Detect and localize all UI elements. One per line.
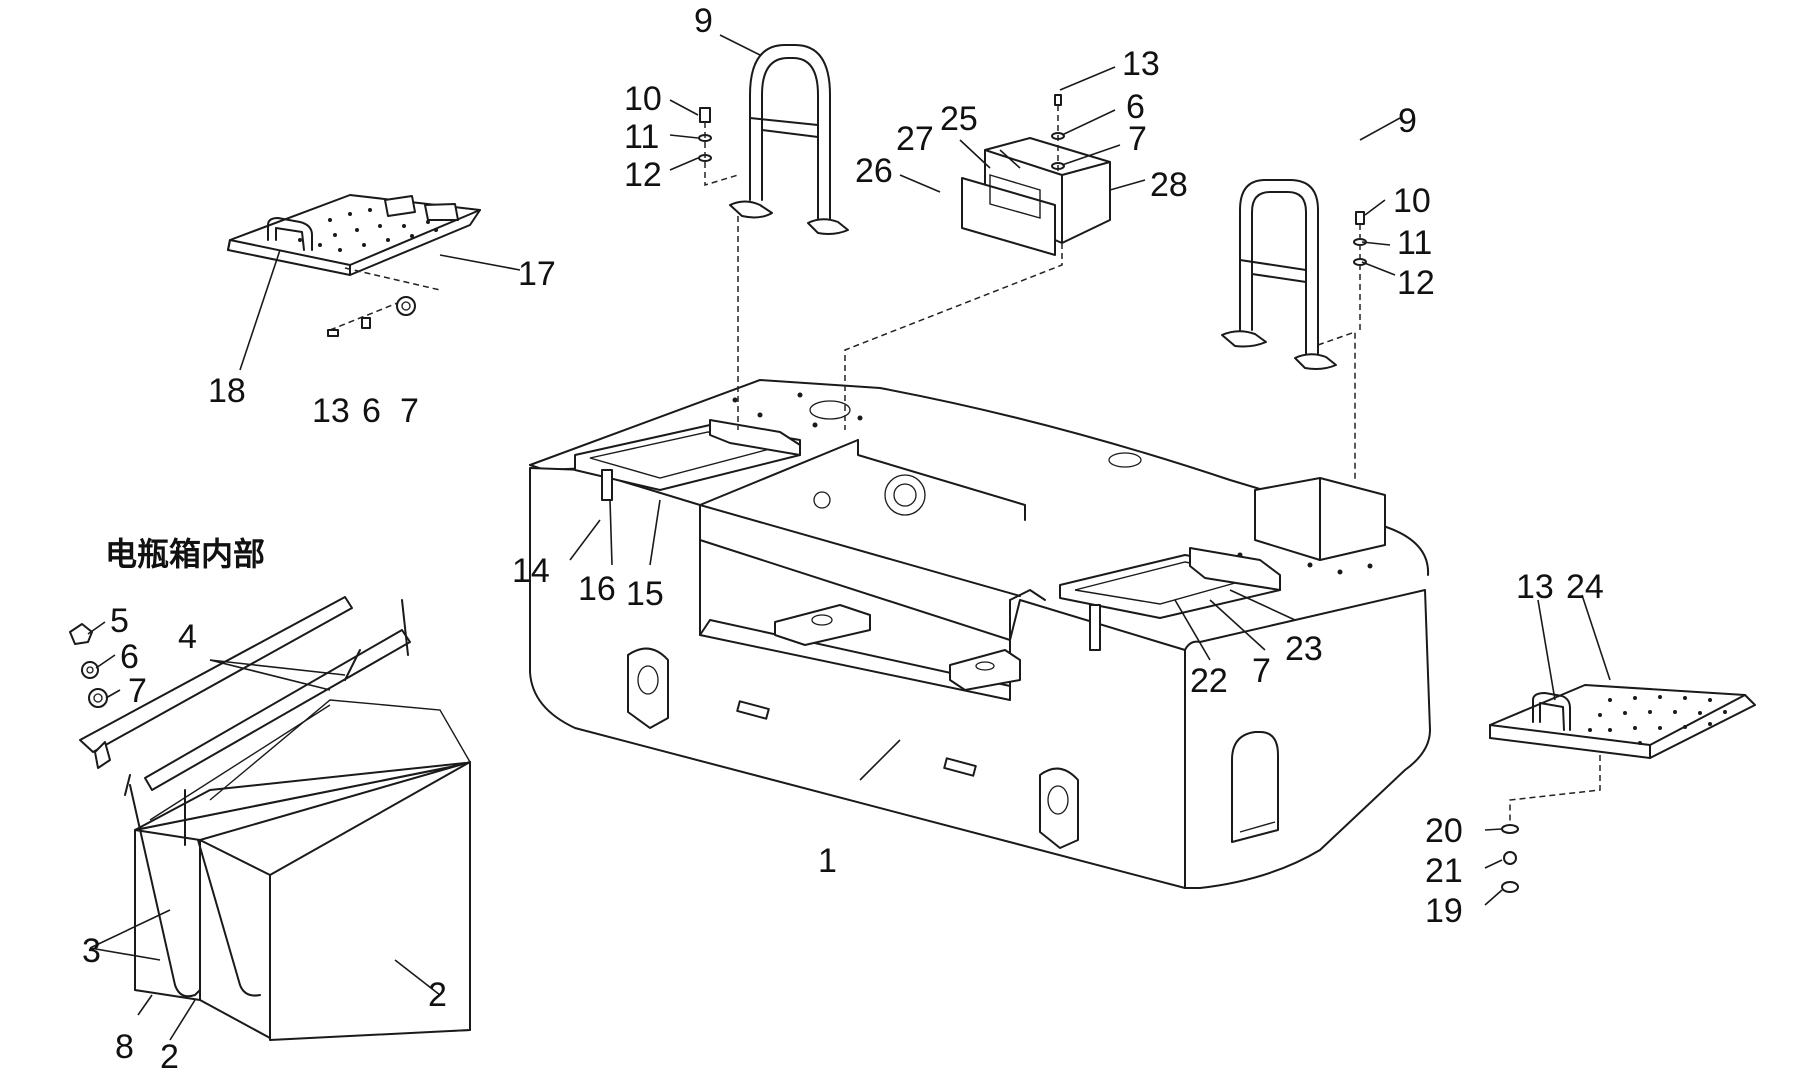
callout-8: 8 xyxy=(115,1028,134,1066)
callout-24: 24 xyxy=(1566,568,1604,606)
callout-labels: 1 9 9 13 6 7 28 10 11 12 10 11 12 27 25 … xyxy=(82,2,1604,1075)
callout-21: 21 xyxy=(1425,852,1463,890)
battery-detail xyxy=(69,596,471,1041)
callout-19: 19 xyxy=(1425,892,1463,930)
handrail-left xyxy=(729,44,849,430)
fasteners-right-rail xyxy=(1353,211,1367,330)
callout-6-left: 6 xyxy=(362,392,381,430)
callout-1: 1 xyxy=(818,842,837,880)
step-plate-left-holes xyxy=(298,208,438,252)
handrail-right xyxy=(1221,179,1356,480)
callout-28: 28 xyxy=(1150,166,1188,204)
callout-11-left: 11 xyxy=(624,118,659,156)
callout-12-right: 12 xyxy=(1397,264,1435,302)
callout-13-right: 13 xyxy=(1516,568,1554,606)
main-battery-box-frame xyxy=(529,379,1431,889)
callout-15: 15 xyxy=(626,575,664,613)
callout-13-left: 13 xyxy=(312,392,350,430)
callout-22: 22 xyxy=(1190,662,1228,700)
top-bolt-holes xyxy=(732,392,1373,575)
callout-27: 27 xyxy=(896,120,934,158)
callout-23: 23 xyxy=(1285,630,1323,668)
callout-20: 20 xyxy=(1425,812,1463,850)
step-plate-right-holes xyxy=(1588,695,1727,745)
callout-5: 5 xyxy=(110,602,129,640)
callout-12-left: 12 xyxy=(624,156,662,194)
callout-2-bottom: 2 xyxy=(160,1038,179,1075)
callout-10-left: 10 xyxy=(624,80,662,118)
callout-18: 18 xyxy=(208,372,246,410)
callout-7-battery: 7 xyxy=(128,672,147,710)
callout-11-right: 11 xyxy=(1397,224,1432,262)
callout-3: 3 xyxy=(82,932,101,970)
callout-16: 16 xyxy=(578,570,616,608)
callout-6-top: 6 xyxy=(1126,88,1145,126)
step-plate-right xyxy=(1489,684,1756,893)
callout-6-battery: 6 xyxy=(120,638,139,676)
callout-14: 14 xyxy=(512,552,550,590)
callout-17: 17 xyxy=(518,255,556,293)
callout-4: 4 xyxy=(178,618,197,656)
callout-2-right: 2 xyxy=(428,976,447,1014)
callout-25: 25 xyxy=(940,100,978,138)
callout-26: 26 xyxy=(855,152,893,190)
callout-7-left: 7 xyxy=(400,392,419,430)
fasteners-switch-box xyxy=(1051,94,1065,175)
callout-10-right: 10 xyxy=(1393,182,1431,220)
callout-7-hatch: 7 xyxy=(1252,652,1271,690)
callout-9-left: 9 xyxy=(694,2,713,40)
leader-lines xyxy=(87,34,1611,1041)
battery-box-interior-label: 电瓶箱内部 xyxy=(105,535,265,573)
step-plate-left xyxy=(227,194,481,337)
fasteners-left-rail xyxy=(698,107,739,187)
callout-13-top: 13 xyxy=(1122,45,1160,83)
callout-7-top: 7 xyxy=(1128,120,1147,158)
callout-9-right: 9 xyxy=(1398,102,1417,140)
